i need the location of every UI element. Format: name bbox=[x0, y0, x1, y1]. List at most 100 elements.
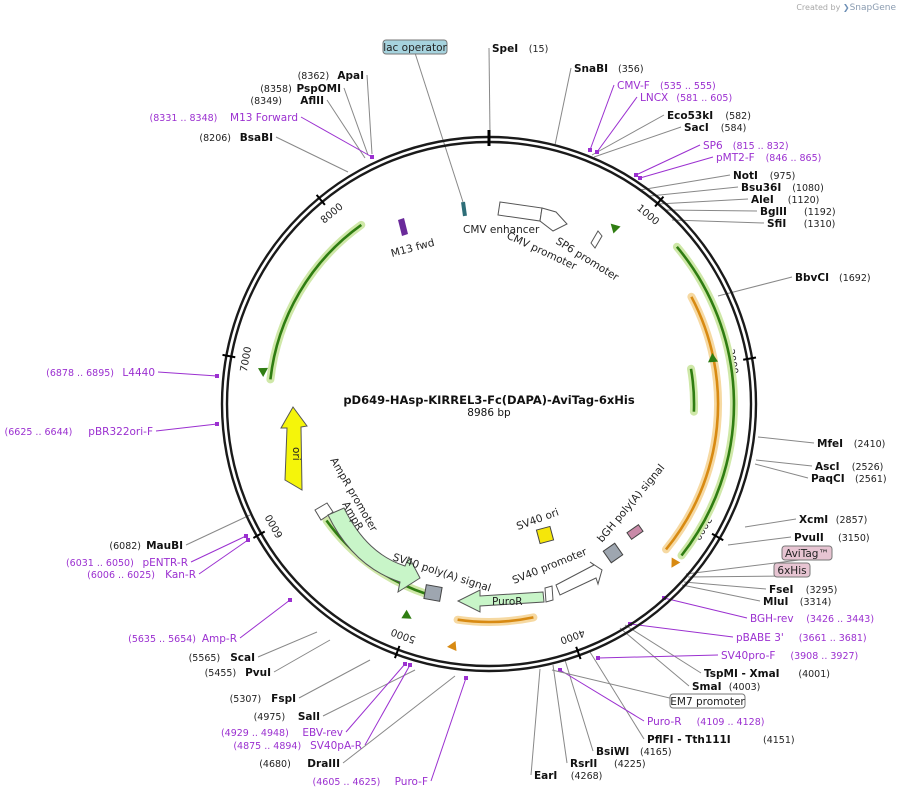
site-name-tspmi-xmai: TspMI - XmaI bbox=[704, 668, 780, 680]
primer-name-pbabe-3: pBABE 3' bbox=[736, 632, 784, 644]
primer-position-lncx: (581 .. 605) bbox=[676, 93, 732, 104]
feature-label-cmv-enhancer: CMV enhancer bbox=[463, 224, 540, 236]
primer-bgh-rev: BGH-rev(3426 .. 3443) bbox=[750, 613, 874, 625]
site-position-rsrii: (4225) bbox=[614, 759, 646, 770]
site-name-saci: SacI bbox=[684, 122, 709, 134]
site-leader-draiii bbox=[342, 675, 456, 764]
primer-m13-forward: M13 Forward(8331 .. 8348) bbox=[150, 112, 298, 124]
plasmid-backbone bbox=[220, 130, 758, 673]
primer-position-pbr322ori-f: (6625 .. 6644) bbox=[5, 427, 73, 438]
site-name-rsrii: RsrII bbox=[570, 758, 597, 770]
site-leader-rsrii bbox=[552, 664, 568, 764]
site-leader-eco53ki bbox=[591, 114, 665, 156]
site-name-xcmi: XcmI bbox=[799, 514, 828, 526]
sp6-promoter-arrow bbox=[590, 230, 603, 249]
bgh-polya-box bbox=[602, 542, 624, 564]
green-ampr-arrowhead bbox=[401, 609, 412, 619]
site-saci: SacI(584) bbox=[684, 122, 746, 134]
site-name-fspi: FspI bbox=[271, 693, 296, 705]
green-left-arc bbox=[269, 223, 363, 380]
primer-leader-sv40pro-f bbox=[597, 654, 719, 659]
6xhis-label-box bbox=[773, 562, 811, 578]
site-position-maubi: (6082) bbox=[109, 541, 141, 552]
site-leader-sali bbox=[322, 669, 416, 717]
site-name-asci: AscI bbox=[815, 461, 840, 473]
primer-leader-bgh-rev bbox=[663, 597, 748, 619]
em7-promoter-label-box bbox=[669, 693, 746, 709]
site-name-bsiwi: BsiWI bbox=[596, 746, 629, 758]
primer-pbabe-3: pBABE 3'(3661 .. 3681) bbox=[736, 632, 867, 644]
primer-l4440: L4440(6878 .. 6895) bbox=[46, 367, 155, 379]
primer-name-cmv-f: CMV-F bbox=[617, 80, 650, 92]
site-name-alei: AleI bbox=[751, 194, 774, 206]
inner-features bbox=[280, 201, 644, 613]
site-paqci: PaqCI(2561) bbox=[811, 473, 887, 485]
site-name-pvui: PvuI bbox=[245, 667, 271, 679]
primer-leader-l4440 bbox=[157, 371, 218, 377]
site-name-fsei: FseI bbox=[769, 584, 793, 596]
primer-name-kan-r: Kan-R bbox=[165, 569, 196, 581]
site-xcmi: XcmI (2857) bbox=[799, 514, 867, 526]
cmv-enhancer-arrow bbox=[497, 201, 543, 222]
site-mlui: MluI(3314) bbox=[763, 596, 831, 608]
tick-mark-4000 bbox=[575, 646, 582, 660]
site-sali: SalI(4975) bbox=[254, 711, 320, 723]
site-spei: SpeI(15) bbox=[492, 43, 548, 55]
tick-label-5000: 5000 bbox=[390, 626, 418, 645]
site-position-smai: (4003) bbox=[729, 682, 761, 693]
site-leader-mfei bbox=[757, 436, 815, 444]
primer-leader-lncx bbox=[596, 96, 638, 153]
primer-kan-r: Kan-R(6006 .. 6025) bbox=[87, 569, 196, 581]
site-leader-pspomi bbox=[343, 87, 369, 156]
primer-name-bgh-rev: BGH-rev bbox=[750, 613, 794, 625]
primer-position-puro-f: (4605 .. 4625) bbox=[313, 777, 381, 788]
primer-name-ebv-rev: EBV-rev bbox=[302, 727, 343, 739]
feature-label-sv40-ori: SV40 ori bbox=[515, 506, 561, 532]
primer-site-lncx bbox=[595, 150, 599, 154]
site-leader-spei bbox=[488, 47, 491, 135]
site-smai: SmaI(4003) bbox=[692, 681, 760, 693]
site-position-bsabi: (8206) bbox=[199, 133, 231, 144]
tick-label-8000: 8000 bbox=[319, 201, 346, 226]
green-orf-small bbox=[689, 368, 696, 412]
ori-arrow bbox=[280, 406, 308, 491]
primer-name-pbr322ori-f: pBR322ori-F bbox=[88, 426, 153, 438]
lac-operator-label-leader bbox=[414, 52, 464, 203]
primer-leader-sp6 bbox=[635, 144, 701, 176]
primer-site-kan-r bbox=[246, 538, 250, 542]
site-bglii: BglII(1192) bbox=[760, 206, 836, 218]
primer-leader-m13-forward bbox=[300, 116, 373, 158]
site-name-snabi: SnaBI bbox=[574, 63, 608, 75]
site-leader-pvuii bbox=[727, 536, 792, 546]
sv40-polya-box bbox=[423, 584, 443, 602]
site-name-bsabi: BsaBI bbox=[240, 132, 273, 144]
site-position-eari: (4268) bbox=[571, 771, 603, 782]
primer-site-m13-forward bbox=[370, 155, 374, 159]
primer-leader-puro-r bbox=[559, 669, 645, 722]
site-leader-xcmi bbox=[744, 518, 797, 528]
site-position-tspmi-xmai: (4001) bbox=[798, 669, 830, 680]
site-leader-mlui bbox=[681, 584, 761, 602]
lac-operator-mark bbox=[461, 201, 467, 217]
site-name-pvuii: PvuII bbox=[794, 532, 824, 544]
site-tspmi-xmai: TspMI - XmaI (4001) bbox=[704, 668, 830, 680]
site-position-scai: (5565) bbox=[189, 653, 221, 664]
site-leader-pflfi-tth111i bbox=[589, 651, 645, 740]
primer-leader-pbabe-3 bbox=[629, 623, 734, 638]
site-leader-fsei bbox=[683, 581, 767, 590]
site-name-pflfi-tth111i: PflFI - Tth111I bbox=[647, 734, 731, 746]
avitag-label-leader bbox=[685, 558, 808, 575]
site-leader-eari bbox=[530, 668, 541, 776]
site-name-mfei: MfeI bbox=[817, 438, 843, 450]
primer-site-amp-r bbox=[288, 598, 292, 602]
site-eco53ki: Eco53kI(582) bbox=[667, 110, 751, 122]
ampr-arrow bbox=[327, 507, 421, 594]
primer-name-m13-forward: M13 Forward bbox=[230, 112, 298, 124]
ampr-promoter-arrow bbox=[314, 502, 334, 521]
primer-leader-pbr322ori-f bbox=[155, 423, 218, 432]
primer-pentr-r: pENTR-R(6031 .. 6050) bbox=[66, 557, 188, 569]
primer-site-sv40pro-f bbox=[596, 656, 600, 660]
green-left-arrowhead bbox=[258, 367, 268, 377]
site-position-xcmi: (2857) bbox=[836, 515, 868, 526]
